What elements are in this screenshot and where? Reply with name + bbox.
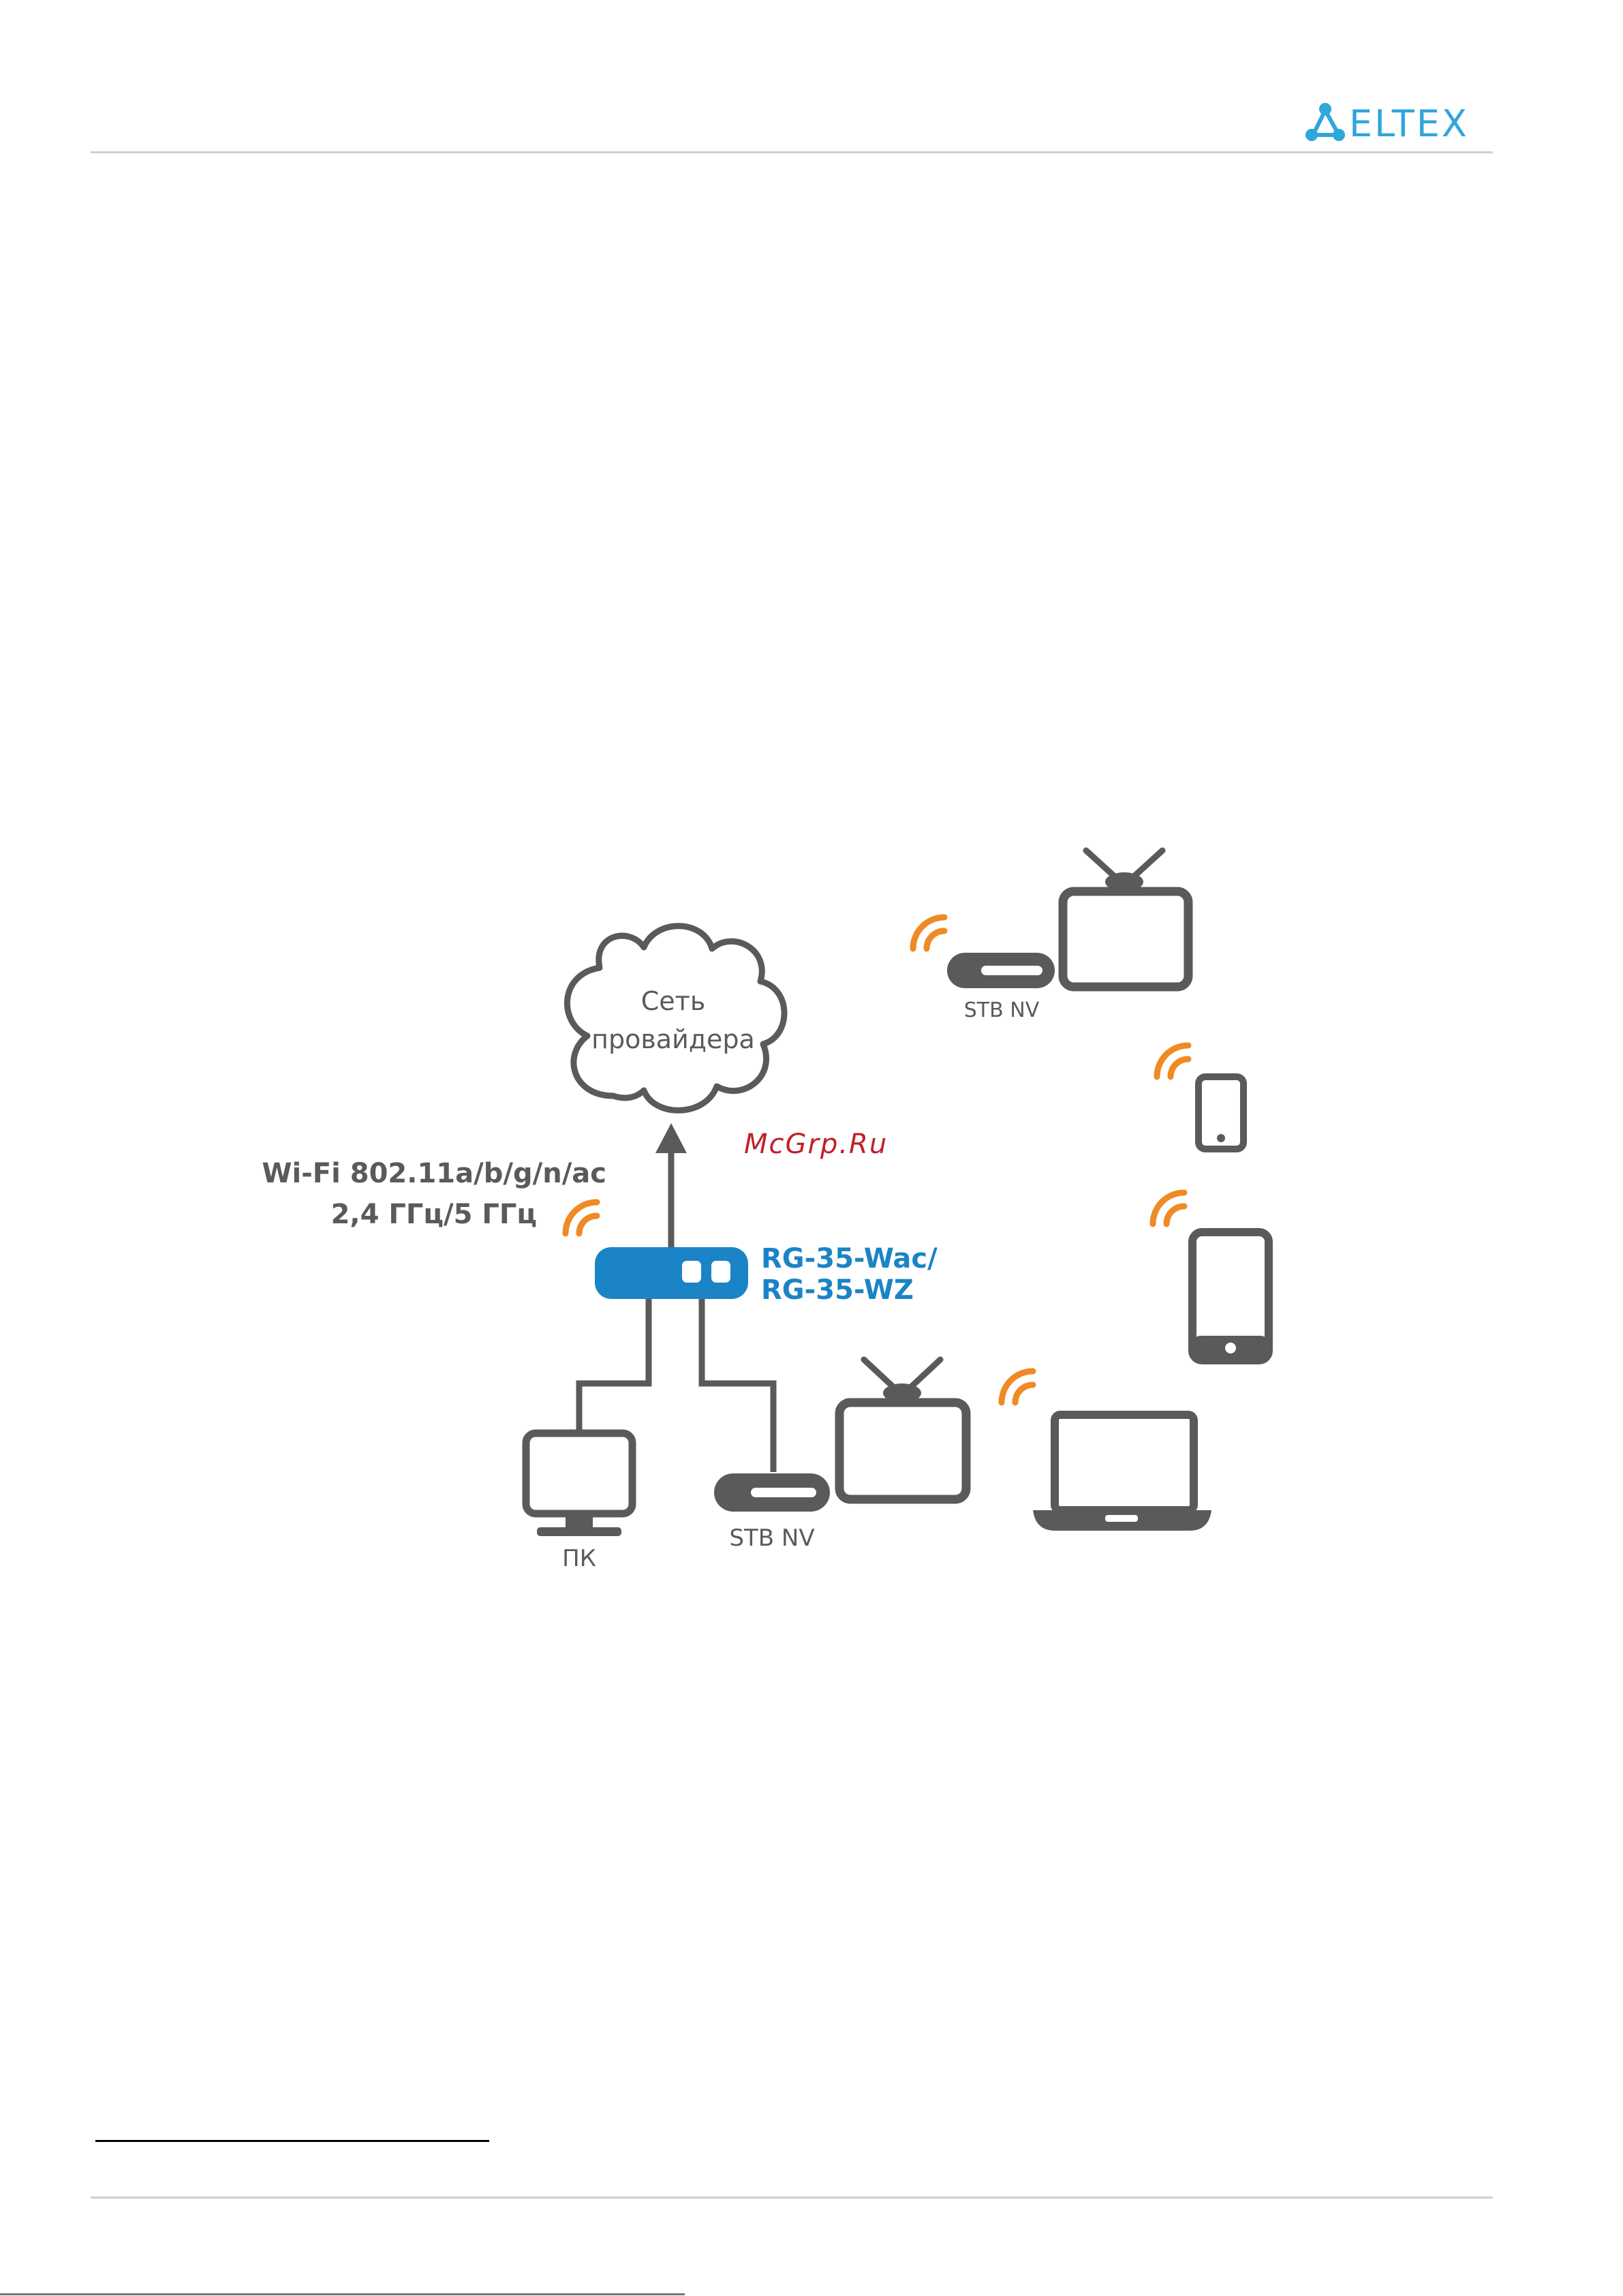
pc-label: ПК — [562, 1545, 596, 1572]
tv-wired-device — [839, 1360, 966, 1499]
stb-wired-device — [714, 1473, 830, 1512]
wifi-standard-label: Wi-Fi 802.11a/b/g/n/ac — [262, 1158, 606, 1189]
bottom-edge-rule — [0, 2293, 685, 2295]
tv-wireless-device — [1063, 851, 1188, 987]
router-device — [595, 1247, 748, 1299]
stb-wireless-wifi-icon — [913, 917, 944, 949]
stb-wired-label: STB NV — [729, 1525, 814, 1552]
provider-cloud: Сеть провайдера — [567, 926, 784, 1111]
tablet-device — [1192, 1232, 1269, 1360]
cloud-label-line1: Сеть — [641, 986, 705, 1016]
wifi-band-label: 2,4 ГГц/5 ГГц — [331, 1199, 537, 1230]
uplink-arrow — [655, 1123, 687, 1251]
pc-device — [526, 1433, 632, 1536]
laptop-wifi-icon — [1002, 1371, 1033, 1403]
footnote-rule — [95, 2140, 489, 2142]
watermark: McGrp.Ru — [744, 1129, 888, 1160]
router-label-line2: RG-35-WZ — [761, 1274, 914, 1306]
smartphone-wifi-icon — [1157, 1045, 1188, 1077]
stb-wireless-device — [947, 953, 1055, 988]
router-wifi-icon — [566, 1202, 597, 1234]
tablet-wifi-icon — [1153, 1193, 1184, 1224]
router-label-line1: RG-35-Wac/ — [761, 1243, 938, 1274]
smartphone-device — [1199, 1077, 1243, 1149]
footer-rule — [91, 2196, 1493, 2199]
cloud-label-line2: провайдера — [591, 1024, 755, 1054]
laptop-device — [1033, 1415, 1211, 1531]
stb-wireless-label: STB NV — [964, 998, 1040, 1022]
